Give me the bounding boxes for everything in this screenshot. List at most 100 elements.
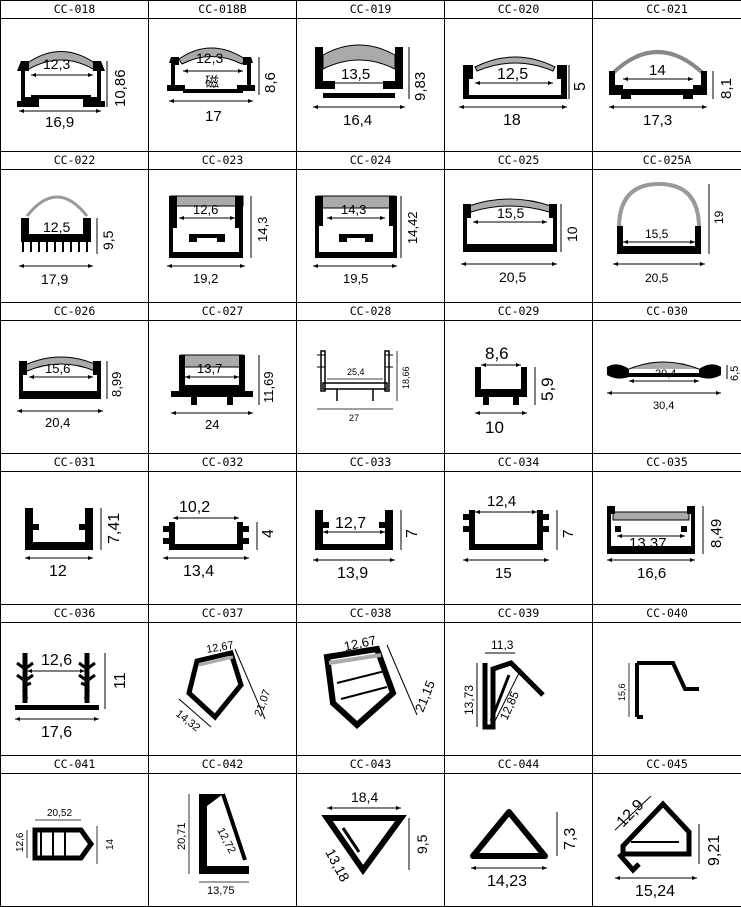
profile-cell-cc-034: CC-034 12,4 15 7 bbox=[445, 454, 593, 605]
profile-cell-cc-025a: CC-025A 15,5 20,5 19 bbox=[593, 152, 741, 303]
profile-drawing: 13,37 16,6 8,49 bbox=[607, 506, 725, 582]
inner-width-label: 12,7 bbox=[335, 515, 366, 532]
dimension-label: 14,32 bbox=[173, 708, 202, 734]
height-label: 14,3 bbox=[255, 217, 270, 242]
dimension-label: 13,73 bbox=[462, 685, 476, 715]
height-label: 18,66 bbox=[401, 366, 411, 389]
inner-width-label: 13,7 bbox=[197, 361, 222, 376]
profile-code: CC-034 bbox=[445, 454, 592, 472]
height-label: 19 bbox=[712, 210, 726, 224]
profile-code: CC-019 bbox=[297, 1, 444, 19]
profile-code: CC-018B bbox=[149, 1, 296, 19]
inner-width-label: 14 bbox=[649, 62, 666, 79]
profile-code: CC-029 bbox=[445, 303, 592, 321]
width-label: 16,9 bbox=[45, 114, 74, 131]
dimension-label: 12,6 bbox=[15, 832, 26, 852]
dimension-label: 21,07 bbox=[253, 688, 274, 718]
profile-cell-cc-027: CC-027 13,7 24 11,69 bbox=[149, 303, 297, 454]
width-label: 10 bbox=[485, 418, 504, 437]
height-label: 8,49 bbox=[708, 519, 725, 548]
profile-drawing: 10,2 13,4 4 bbox=[163, 499, 277, 580]
height-label: 14,42 bbox=[405, 211, 420, 244]
profile-drawing: 15,5 20,5 19 bbox=[613, 181, 726, 285]
profile-cell-cc-019: CC-019 13,5 16,4 9,83 bbox=[297, 1, 445, 152]
profile-drawing: 20,71 12,72 13,75 bbox=[176, 793, 249, 897]
width-label: 15 bbox=[495, 565, 512, 582]
profile-code: CC-037 bbox=[149, 605, 296, 623]
height-label: 11 bbox=[112, 672, 129, 689]
profile-cell-cc-024: CC-024 14,3 19,5 14,42 bbox=[297, 152, 445, 303]
profile-cell-cc-022: CC-022 12,5 17,9 9,5 bbox=[1, 152, 149, 303]
profile-cell-cc-018: CC-018 12,3 16,9 10,86 bbox=[1, 1, 149, 152]
profile-code: CC-041 bbox=[1, 756, 148, 774]
profile-drawing: 14 17,3 8,1 bbox=[609, 50, 735, 129]
profile-cell-cc-028: CC-028 25,4 27 18,66 bbox=[297, 303, 445, 454]
dimension-label: 13,75 bbox=[207, 885, 235, 897]
inner-width-label: 25,4 bbox=[347, 367, 365, 377]
width-label: 16,6 bbox=[637, 565, 666, 582]
profile-drawing: 15,5 20,5 10 bbox=[461, 198, 580, 285]
profile-cell-cc-025: CC-025 15,5 20,5 10 bbox=[445, 152, 593, 303]
profile-drawing: 14,3 19,5 14,42 bbox=[313, 195, 420, 286]
height-label: 10,86 bbox=[112, 69, 129, 107]
width-label: 17,9 bbox=[41, 271, 68, 287]
height-label: 11,69 bbox=[261, 371, 276, 403]
height-label: 7,3 bbox=[562, 828, 579, 850]
profile-code: CC-038 bbox=[297, 605, 444, 623]
inner-width-label: 10,2 bbox=[179, 499, 210, 516]
profile-cell-cc-030: CC-030 20,4 30,4 6,5 bbox=[593, 303, 741, 454]
dimension-label: 9,5 bbox=[414, 834, 430, 854]
dimension-label: 15,6 bbox=[617, 683, 627, 701]
profile-drawing: 11,3 13,73 12,85 bbox=[462, 638, 545, 730]
profile-cell-cc-037: CC-037 12,67 21,07 14,32 bbox=[149, 605, 297, 756]
height-label: 9,83 bbox=[412, 72, 429, 101]
profile-code: CC-028 bbox=[297, 303, 444, 321]
profile-drawing: 25,4 27 18,66 bbox=[317, 350, 411, 423]
inner-width-label: 12,6 bbox=[41, 652, 72, 669]
width-label: 20,5 bbox=[645, 271, 669, 285]
width-label: 13,4 bbox=[183, 563, 214, 580]
width-label: 18 bbox=[503, 112, 521, 129]
dimension-label: 9,21 bbox=[706, 835, 723, 866]
profile-code: CC-036 bbox=[1, 605, 148, 623]
profile-drawing: 12,4 15 7 bbox=[463, 493, 577, 582]
height-label: 9,5 bbox=[100, 230, 116, 250]
profile-drawing: 12,7 13,9 7 bbox=[313, 510, 421, 582]
profile-code: CC-026 bbox=[1, 303, 148, 321]
profile-drawing: 12,3 磁 17 8,6 bbox=[167, 47, 279, 125]
profile-drawing: 8,6 10 5,9 bbox=[475, 344, 557, 437]
profile-code: CC-018 bbox=[1, 1, 148, 19]
profile-cell-cc-042: CC-042 20,71 12,72 13,75 bbox=[149, 756, 297, 907]
profile-code: CC-043 bbox=[297, 756, 444, 774]
width-label: 17 bbox=[205, 108, 222, 125]
profile-drawing: 12,67 21,07 14,32 bbox=[173, 639, 274, 734]
profile-drawing: 20,52 12,6 14 bbox=[15, 808, 116, 864]
profile-drawing: 14,23 7,3 bbox=[470, 809, 579, 890]
dimension-label: 15,24 bbox=[635, 883, 675, 900]
profile-cell-cc-026: CC-026 15,6 20,4 8,99 bbox=[1, 303, 149, 454]
profile-cell-cc-018b: CC-018B 12,3 磁 17 8,6 bbox=[149, 1, 297, 152]
profile-code: CC-035 bbox=[593, 454, 741, 472]
width-label: 19,5 bbox=[343, 271, 368, 286]
dimension-label: 12,67 bbox=[343, 632, 378, 653]
width-label: 20,5 bbox=[499, 269, 526, 285]
profile-cell-cc-020: CC-020 12,5 18 5 bbox=[445, 1, 593, 152]
profile-cell-cc-029: CC-029 8,6 10 5,9 bbox=[445, 303, 593, 454]
profile-code: CC-042 bbox=[149, 756, 296, 774]
dimension-label: 21,15 bbox=[412, 678, 438, 714]
profile-code: CC-020 bbox=[445, 1, 592, 19]
width-label: 17,6 bbox=[41, 724, 72, 741]
width-label: 14,23 bbox=[487, 873, 527, 890]
height-label: 8,99 bbox=[109, 372, 124, 397]
inner-width-label: 15,6 bbox=[45, 361, 70, 376]
profile-drawing: 12,3 16,9 10,86 bbox=[17, 51, 129, 131]
width-label: 19,2 bbox=[193, 271, 218, 286]
profile-code: CC-023 bbox=[149, 152, 296, 170]
height-label: 5 bbox=[572, 82, 589, 91]
profile-drawing: 12,6 19,2 14,3 bbox=[167, 195, 270, 286]
profile-code: CC-045 bbox=[593, 756, 741, 774]
profile-code: CC-021 bbox=[593, 1, 741, 19]
profile-drawing: 15,6 20,4 8,99 bbox=[17, 356, 124, 430]
inner-width-label: 12,5 bbox=[43, 219, 70, 235]
profile-code: CC-030 bbox=[593, 303, 741, 321]
